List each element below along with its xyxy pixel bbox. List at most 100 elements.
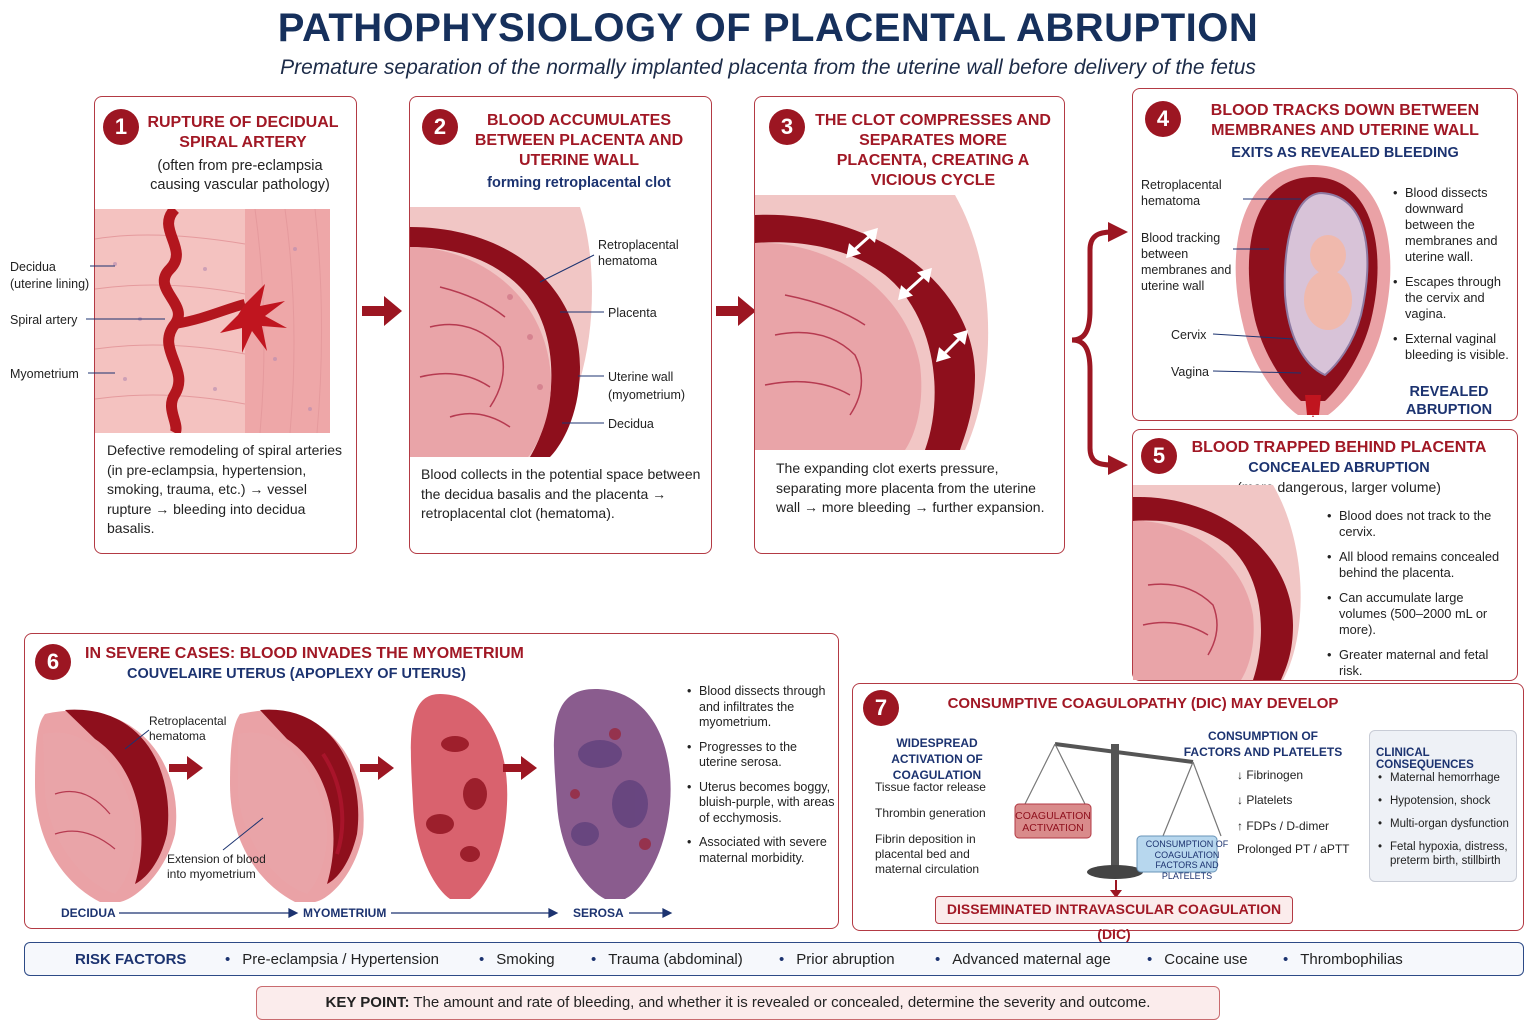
risk-factor-item: Trauma (abdominal) [591,951,743,968]
step-3-title: THE CLOT COMPRESSES AND SEPARATES MORE P… [815,112,1051,189]
spiral-artery-illustration [95,209,330,433]
risk-factor-item: Thrombophilias [1283,951,1403,968]
clinical-item: Multi-organ dysfunction [1378,817,1518,831]
clinical-item: Fetal hypoxia, distress, preterm birth, … [1378,840,1518,868]
label-spiral-artery: Spiral artery [10,313,78,327]
arrow-to-5 [1108,455,1128,475]
step-number-3: 3 [769,109,805,145]
panel-step-5: 5 BLOOD TRAPPED BEHIND PLACENTA CONCEALE… [1132,429,1518,681]
step-5-note: (more dangerous, larger volume) [1237,479,1441,495]
step-4-bullet: Blood dissects downward between the memb… [1393,185,1515,265]
couvelaire-stage-1 [35,709,177,902]
risk-factor-item: Pre-eclampsia / Hypertension [225,951,439,968]
progression-axis-arrows [119,908,673,918]
label-uterine-wall-sub: (myometrium) [608,388,686,402]
concealed-abruption-illustration [1133,485,1301,680]
step-number-2: 2 [422,109,458,145]
panel-step-4: 4 BLOOD TRACKS DOWN BETWEEN MEMBRANES AN… [1132,88,1518,421]
step-5-bullet: Greater maternal and fetal risk. [1327,647,1507,679]
couvelaire-stage-4 [553,689,671,899]
panel-step-7: 7 CONSUMPTIVE COAGULOPATHY (DIC) MAY DEV… [852,683,1524,942]
step-7-title: CONSUMPTIVE COAGULOPATHY (DIC) MAY DEVEL… [947,695,1339,712]
label-blood-tracking: Blood tracking between membranes and ute… [1141,231,1232,293]
key-point-text: The amount and rate of bleeding, and whe… [413,994,1151,1011]
key-point-box: KEY POINT: The amount and rate of bleedi… [256,986,1220,1020]
activation-item: Tissue factor release [875,780,986,794]
retroplacental-clot-illustration [410,207,592,457]
arrow-stage-2-3 [360,756,394,780]
label-decidua: Decidua [10,260,56,274]
step-number-7: 7 [863,690,899,726]
scale-post [1111,744,1119,866]
step-5-bullets: Blood does not track to the cervix. All … [1327,508,1507,688]
clinical-consequences-box: CLINICAL CONSEQUENCES Maternal hemorrhag… [1369,730,1517,882]
step-4-bullet: External vaginal bleeding is visible. [1393,331,1515,363]
couvelaire-stage-3 [410,694,508,899]
step-6-bullet: Uterus becomes boggy, bluish-purple, wit… [687,780,835,827]
couvelaire-progression-illustration [35,689,671,902]
step-number-1: 1 [103,109,139,145]
activation-heading: WIDESPREAD ACTIVATION OF COAGULATION [891,736,983,782]
label-decidua-2: Decidua [608,417,654,431]
revealed-abruption-tag: REVEALED ABRUPTION [1405,384,1493,418]
step-number-6: 6 [35,644,71,680]
step-number-5: 5 [1141,438,1177,474]
step-6-bullet: Associated with severe maternal morbidit… [687,835,835,866]
step-number-4: 4 [1145,101,1181,137]
risk-factors-bar: RISK FACTORS Pre-eclampsia / Hypertensio… [24,942,1524,976]
arrow-stage-1-2 [169,756,203,780]
step-1-leader-lines [86,265,165,374]
clot-compression-illustration [755,195,989,450]
left-pan [1014,803,1092,839]
right-pan-label: CONSUMPTION OF COAGULATION FACTORS AND P… [1145,839,1229,881]
step-4-title: BLOOD TRACKS DOWN BETWEEN MEMBRANES AND … [1210,102,1480,139]
page-title: PATHOPHYSIOLOGY OF PLACENTAL ABRUPTION [277,6,1259,50]
arrow-2-3 [716,296,756,326]
step-5-bullet: Blood does not track to the cervix. [1327,508,1507,540]
arrow-stage-3-4 [503,756,537,780]
step-5-title: BLOOD TRAPPED BEHIND PLACENTA [1191,439,1487,456]
label-cervix: Cervix [1171,328,1207,342]
activation-item: Thrombin generation [875,806,986,820]
axis-decidua: DECIDUA [61,906,116,920]
label-myometrium: Myometrium [10,367,79,381]
consumption-item: ↑ FDPs / D-dimer [1237,819,1330,833]
step-1-description: Defective remodeling of spiral arteries … [107,442,342,536]
step-6-subtitle: COUVELAIRE UTERUS (APOPLEXY OF UTERUS) [127,666,466,682]
risk-factor-item: Advanced maternal age [935,951,1110,968]
step-4-bullet: Escapes through the cervix and vagina. [1393,274,1515,322]
clinical-heading: CLINICAL CONSEQUENCES [1376,747,1474,771]
page-subtitle: Premature separation of the normally imp… [280,56,1256,79]
risk-factor-item: Smoking [479,951,554,968]
scale-of-coagulation-illustration [1014,742,1222,879]
step-6-bullet: Progresses to the uterine serosa. [687,740,835,771]
activation-item: Fibrin deposition in placental bed and m… [875,832,980,876]
step-5-bullet: Can accumulate large volumes (500–2000 m… [1327,590,1507,638]
axis-serosa: SEROSA [573,906,624,920]
risk-factor-item: Cocaine use [1147,951,1247,968]
consumption-item: ↓ Platelets [1237,793,1293,807]
revealed-bleeding-uterus-illustration [1235,165,1391,417]
label-retroplacental-hematoma-4: Retroplacental hematoma [1141,178,1222,208]
step-6-title: IN SEVERE CASES: BLOOD INVADES THE MYOME… [85,645,524,662]
label-uterine-wall: Uterine wall [608,370,674,384]
right-pan [1136,835,1218,873]
arrow-to-dic [1110,880,1122,898]
step-2-title: BLOOD ACCUMULATES BETWEEN PLACENTA AND U… [474,112,684,169]
label-decidua-sub: (uterine lining) [10,277,90,291]
scale-beam [1054,742,1194,764]
step-4-subtitle: EXITS AS REVEALED BLEEDING [1231,145,1459,161]
step-4-bullets: Blood dissects downward between the memb… [1393,185,1515,372]
step-6-bullets: Blood dissects through and infiltrates t… [687,684,835,875]
step-4-leader-lines [1212,198,1302,374]
step-5-bullet: All blood remains concealed behind the p… [1327,549,1507,581]
label-retroplacental-hematoma: Retroplacental hematoma [598,238,679,268]
step-5-subtitle: CONCEALED ABRUPTION [1248,460,1430,476]
consumption-item: ↓ Fibrinogen [1237,768,1304,782]
step-6-leader-lines [124,729,264,851]
step-3-description: The expanding clot exerts pressure, sepa… [776,460,1045,515]
label-placenta: Placenta [608,306,657,320]
panel-step-2: 2 BLOOD ACCUMULATES BETWEEN PLACENTA AND… [409,96,712,554]
step-6-bullet: Blood dissects through and infiltrates t… [687,684,835,731]
